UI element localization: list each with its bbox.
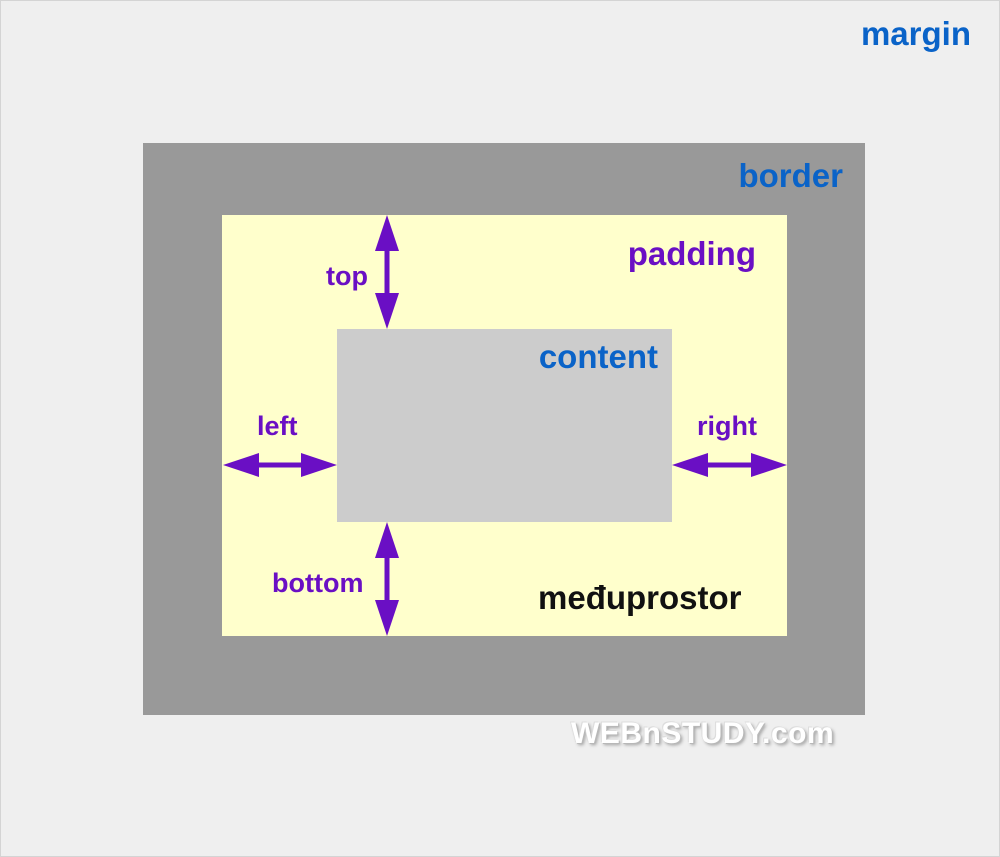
top-arrow <box>375 215 399 329</box>
bottom-arrow <box>375 522 399 636</box>
left-arrow <box>223 453 337 477</box>
watermark: WEBnSTUDY.com <box>571 717 835 750</box>
left-label: left <box>257 411 298 441</box>
content-label: content <box>538 338 658 375</box>
translation-label: međuprostor <box>538 579 742 616</box>
right-label: right <box>697 411 757 441</box>
border-label: border <box>738 157 843 194</box>
margin-label: margin <box>860 15 971 52</box>
right-arrow <box>672 453 787 477</box>
content-area <box>337 329 672 522</box>
top-label: top <box>326 261 368 291</box>
padding-label: padding <box>627 235 756 272</box>
bottom-label: bottom <box>272 568 364 598</box>
